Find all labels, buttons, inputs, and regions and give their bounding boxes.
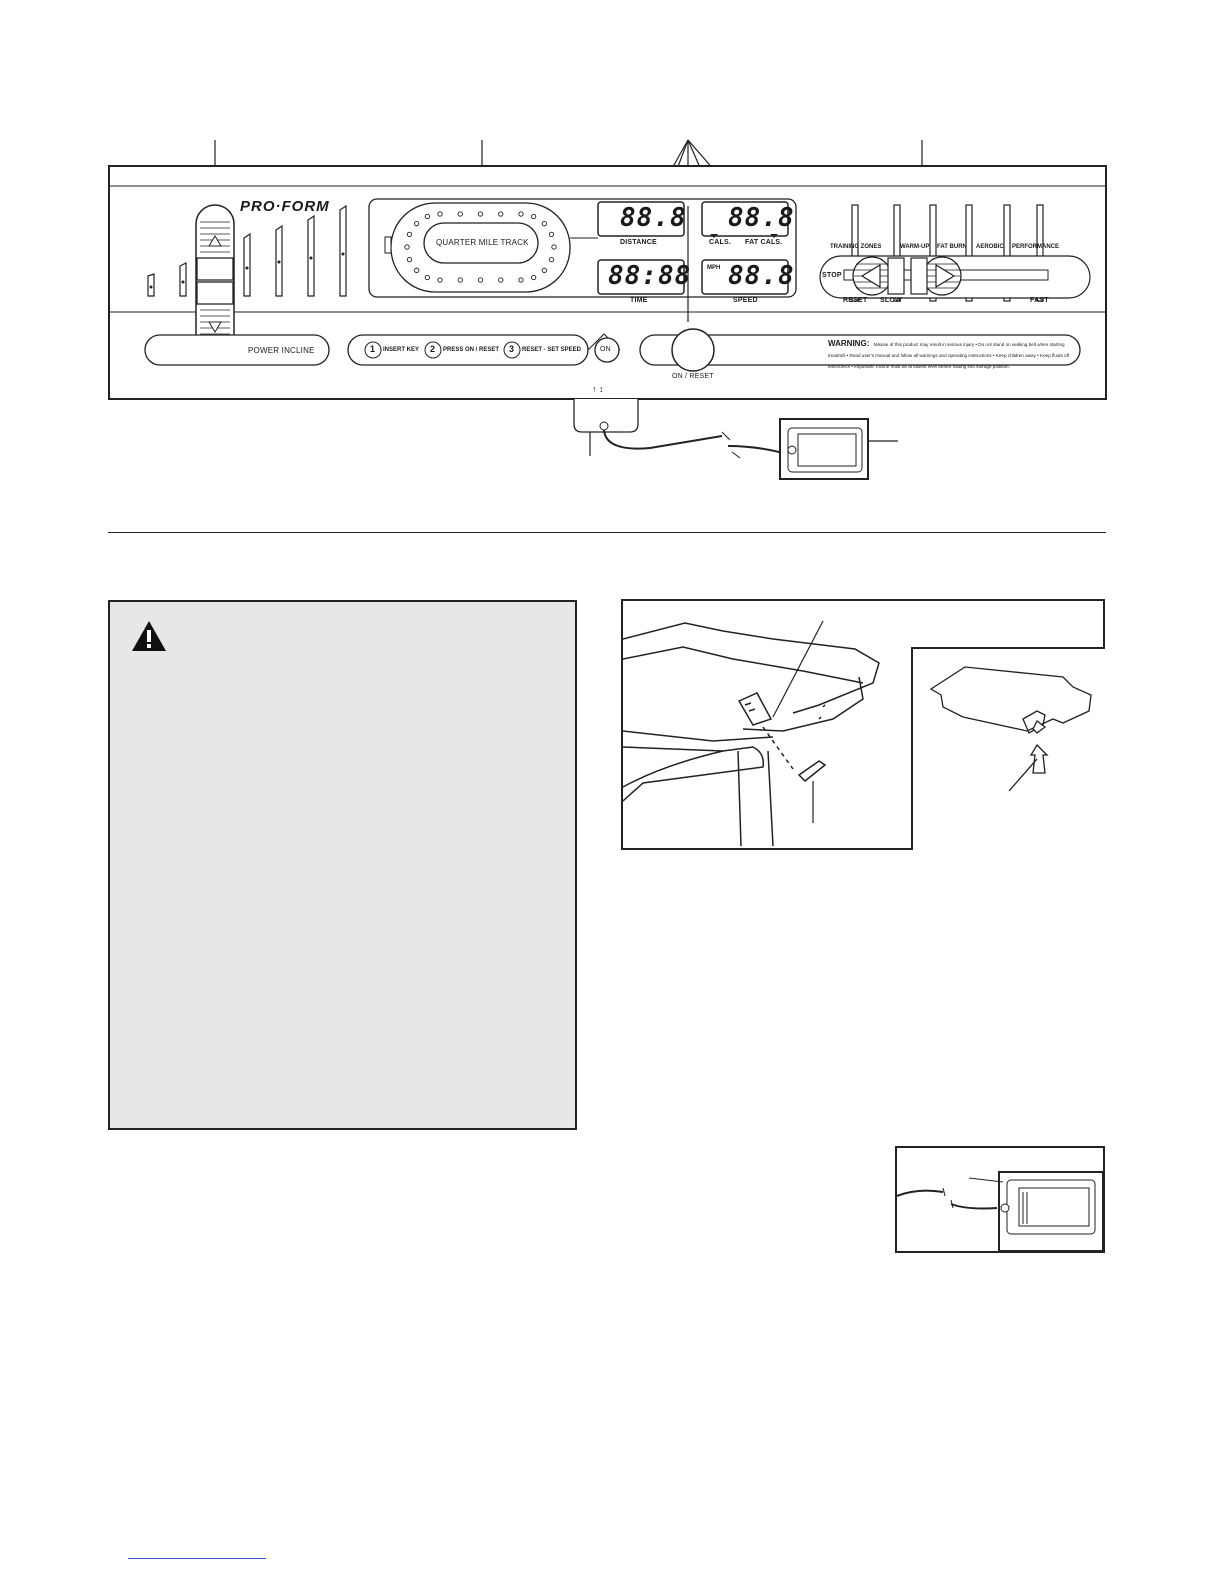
down-arrow-icon: [208, 321, 222, 333]
on-reset-label: ON / RESET: [672, 373, 714, 380]
reset-label: RESET: [843, 297, 868, 304]
track-label: QUARTER MILE TRACK: [436, 238, 529, 247]
slow-label: SLOW: [880, 297, 902, 304]
track-dot: [477, 277, 484, 283]
on-reset-button[interactable]: [672, 329, 714, 371]
up-arrow-icon: [208, 235, 222, 247]
figure-key-clip: [895, 1146, 1105, 1253]
zone-fat-burn: FAT BURN: [937, 244, 967, 250]
svg-text:↑ ↕: ↑ ↕: [592, 384, 604, 394]
track-dot: [424, 213, 431, 220]
stop-label: STOP: [822, 272, 842, 279]
track-dot: [406, 231, 413, 238]
console-warning: WARNING: Misuse of this product may resu…: [828, 338, 1072, 371]
track-dot: [530, 213, 537, 220]
power-incline-label: POWER INCLINE: [248, 346, 315, 355]
track-dot: [406, 256, 413, 263]
left-arrow-icon: [860, 263, 881, 289]
track-dot: [548, 231, 555, 238]
track-dot: [414, 221, 420, 227]
track-dot: [437, 211, 443, 217]
distance-value: 88.8: [620, 203, 687, 233]
track-dot: [457, 277, 463, 283]
step-1-text: INSERT KEY: [383, 347, 420, 353]
warning-panel: [108, 600, 577, 1130]
time-label: TIME: [630, 297, 648, 304]
track-dot: [541, 221, 547, 227]
time-value: 88:88: [608, 261, 692, 291]
zone-performance: PERFORMANCE: [1012, 244, 1060, 250]
console-diagram: ↑ ↕: [108, 139, 1107, 480]
track-dot: [498, 277, 504, 283]
track-dot: [530, 274, 537, 281]
section-divider: [108, 532, 1106, 533]
figure-tray-inset: [911, 647, 1105, 850]
step-3-text: RESET - SET SPEED: [522, 347, 582, 353]
track-dot: [551, 244, 557, 250]
speed-label: SPEED: [733, 297, 758, 304]
zone-aerobic: AEROBIC: [976, 244, 1004, 250]
fat-calories-label: FAT CALS.: [745, 239, 783, 246]
step-3-number: 3: [509, 344, 515, 354]
console-warning-title: WARNING:: [828, 339, 870, 348]
speed-value: 88.8: [728, 261, 795, 291]
track-dot: [437, 277, 443, 283]
track-dot: [424, 274, 431, 281]
calories-label: CALS.: [709, 239, 731, 246]
track-dot: [518, 277, 524, 283]
track-dot: [477, 211, 484, 217]
step-2-number: 2: [430, 344, 436, 354]
right-arrow-icon: [935, 263, 956, 289]
fast-label: FAST: [1030, 297, 1049, 304]
brand-logo: PRO·FORM: [240, 198, 330, 215]
track-dot: [498, 211, 504, 217]
step-1-number: 1: [370, 344, 376, 354]
track-dot: [404, 244, 410, 250]
warning-triangle-icon: [132, 621, 166, 651]
calories-value: 88.8: [728, 203, 795, 233]
track-dot: [548, 256, 555, 263]
distance-label: DISTANCE: [620, 239, 657, 246]
console-warning-text: Misuse of this product may result in ser…: [828, 342, 1070, 369]
training-zones-header: TRAINING ZONES: [830, 244, 882, 250]
step-2-text: PRESS ON / RESET: [443, 347, 500, 353]
track-dot: [518, 211, 524, 217]
track-dot: [414, 267, 420, 273]
track-dot: [457, 211, 463, 217]
on-button[interactable]: ON: [600, 346, 611, 353]
footer-link-underline[interactable]: [128, 1558, 266, 1559]
zone-warm-up: WARM-UP: [900, 244, 930, 250]
track-dot: [541, 267, 547, 273]
speed-unit: MPH: [707, 265, 721, 271]
